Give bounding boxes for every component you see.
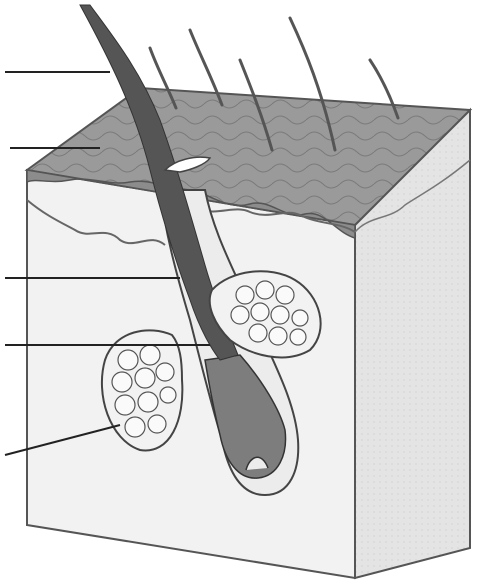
skin-cross-section [0, 0, 483, 583]
skin-diagram [0, 0, 483, 583]
